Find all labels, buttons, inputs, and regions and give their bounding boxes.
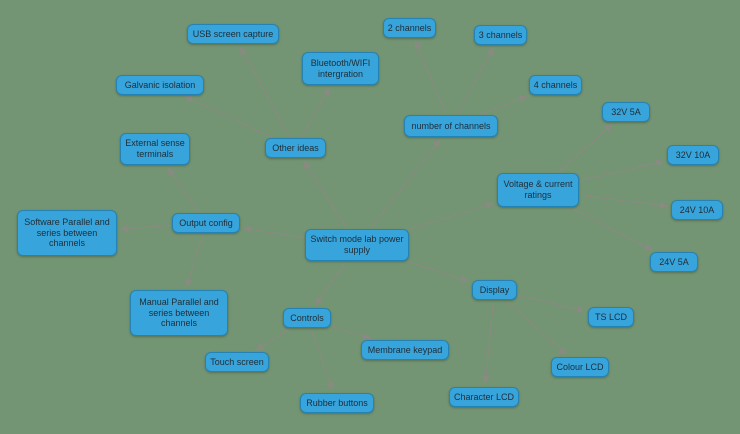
edge-output-manual_parallel bbox=[185, 233, 204, 287]
edge-other-bluetooth bbox=[301, 87, 330, 138]
edge-other-usb_capture bbox=[239, 46, 290, 138]
edge-other-galvanic bbox=[184, 96, 274, 139]
edge-display-ts_lcd bbox=[517, 294, 585, 313]
edge-display-character_lcd bbox=[482, 300, 494, 384]
node-manual-parallel-series[interactable]: Manual Parallel and series between chann… bbox=[130, 290, 228, 336]
node-4-channels[interactable]: 4 channels bbox=[529, 75, 582, 95]
node-24v-5a[interactable]: 24V 5A bbox=[650, 252, 698, 272]
edge-root-display bbox=[406, 260, 469, 283]
edge-ratings-v24_10 bbox=[579, 194, 668, 210]
node-colour-lcd[interactable]: Colour LCD bbox=[551, 357, 609, 377]
edge-display-colour_lcd bbox=[505, 300, 567, 355]
edge-controls-touch bbox=[255, 328, 291, 351]
node-output-config[interactable]: Output config bbox=[172, 213, 240, 233]
edge-num_channels-ch2 bbox=[414, 40, 447, 115]
edge-root-num_channels bbox=[369, 139, 441, 229]
edge-num_channels-ch3 bbox=[457, 47, 494, 115]
edge-ratings-v32_5 bbox=[557, 124, 613, 173]
node-32v-10a[interactable]: 32V 10A bbox=[667, 145, 719, 165]
node-external-sense-terminals[interactable]: External sense terminals bbox=[120, 133, 190, 165]
edge-ratings-v32_10 bbox=[579, 159, 664, 182]
node-membrane-keypad[interactable]: Membrane keypad bbox=[361, 340, 449, 360]
edge-root-other bbox=[303, 160, 347, 229]
node-switch-mode-lab-power-supply[interactable]: Switch mode lab power supply bbox=[305, 229, 409, 261]
node-24v-10a[interactable]: 24V 10A bbox=[671, 200, 723, 220]
edge-controls-rubber bbox=[310, 328, 334, 390]
node-number-of-channels[interactable]: number of channels bbox=[404, 115, 498, 137]
node-voltage-current-ratings[interactable]: Voltage & current ratings bbox=[497, 173, 579, 207]
node-ts-lcd[interactable]: TS LCD bbox=[588, 307, 634, 327]
node-3-channels[interactable]: 3 channels bbox=[474, 25, 527, 45]
node-character-lcd[interactable]: Character LCD bbox=[449, 387, 519, 407]
edge-root-output bbox=[243, 225, 305, 238]
node-display[interactable]: Display bbox=[472, 280, 517, 300]
node-galvanic-isolation[interactable]: Galvanic isolation bbox=[116, 75, 204, 95]
node-controls[interactable]: Controls bbox=[283, 308, 331, 328]
edge-root-controls bbox=[315, 261, 346, 306]
node-touch-screen[interactable]: Touch screen bbox=[205, 352, 269, 372]
node-software-parallel-series[interactable]: Software Parallel and series between cha… bbox=[17, 210, 117, 256]
node-other-ideas[interactable]: Other ideas bbox=[265, 138, 326, 158]
edge-ratings-v24_5 bbox=[570, 207, 653, 251]
edge-num_channels-ch4 bbox=[479, 95, 528, 116]
node-rubber-buttons[interactable]: Rubber buttons bbox=[300, 393, 374, 413]
node-bluetooth-wifi-integration[interactable]: Bluetooth/WIFI intergration bbox=[302, 52, 379, 85]
edge-output-software_parallel bbox=[120, 224, 172, 233]
node-32v-5a[interactable]: 32V 5A bbox=[602, 102, 650, 122]
node-usb-screen-capture[interactable]: USB screen capture bbox=[187, 24, 279, 44]
node-2-channels[interactable]: 2 channels bbox=[383, 18, 436, 38]
edge-controls-membrane bbox=[331, 325, 372, 341]
edge-root-ratings bbox=[409, 201, 494, 230]
edge-output-ext_sense bbox=[167, 167, 199, 213]
